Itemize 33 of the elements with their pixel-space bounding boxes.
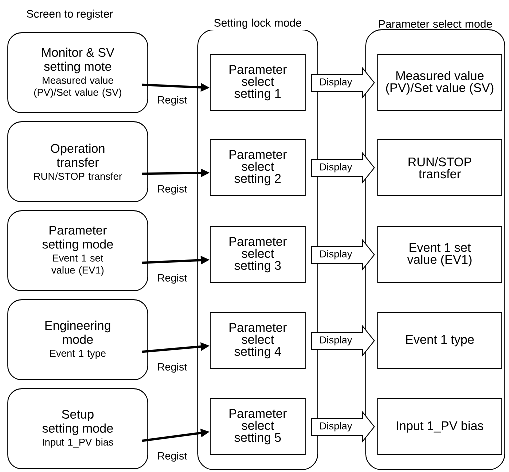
setting-box: Parameter select setting 1	[210, 54, 306, 112]
block-arrow	[312, 410, 376, 444]
parameter-box: Event 1 set value (EV1)	[378, 226, 502, 284]
screen-box: Parameter setting mode Event 1 set value (EV1)	[8, 210, 148, 292]
block-arrow	[312, 66, 376, 100]
parameter-box: RUN/STOP transfer	[378, 140, 502, 196]
edge-label: Regist	[158, 274, 188, 284]
parameter-box: Event 1 type	[378, 312, 502, 370]
screen-box: Operation transfer RUN/STOP transfer	[8, 122, 148, 202]
block-arrow	[312, 152, 376, 184]
screen-box: Monitor & SV setting mote Measured value (PV)/Set value (SV)	[8, 32, 148, 114]
edge-label: Display	[320, 422, 352, 432]
edge-label: Display	[320, 250, 352, 260]
edge-label: Display	[320, 336, 352, 346]
screen-box: Setup setting mode Input 1_PV bias	[8, 388, 148, 470]
node-label: Setting lock mode	[214, 18, 302, 30]
setting-box: Parameter select setting 4	[210, 312, 306, 370]
parameter-box: Measured value (PV)/Set value (SV)	[378, 54, 502, 112]
block-arrow	[312, 324, 376, 358]
edge-label: Display	[320, 78, 352, 88]
edge-label: Display	[320, 163, 352, 173]
setting-box: Parameter select setting 2	[210, 140, 306, 196]
edge-label: Regist	[158, 363, 188, 373]
edge-label: Regist	[158, 96, 188, 106]
edge-label: Regist	[158, 185, 188, 195]
node-label: Parameter select mode	[379, 20, 492, 28]
parameter-box: Input 1_PV bias	[378, 398, 502, 456]
heading: Screen to register	[27, 10, 114, 20]
screen-box: Engineering mode Event 1 type	[8, 300, 148, 380]
setting-box: Parameter select setting 5	[210, 398, 306, 456]
edge-label: Regist	[158, 452, 188, 462]
block-arrow	[312, 238, 376, 272]
setting-box: Parameter select setting 3	[210, 226, 306, 284]
